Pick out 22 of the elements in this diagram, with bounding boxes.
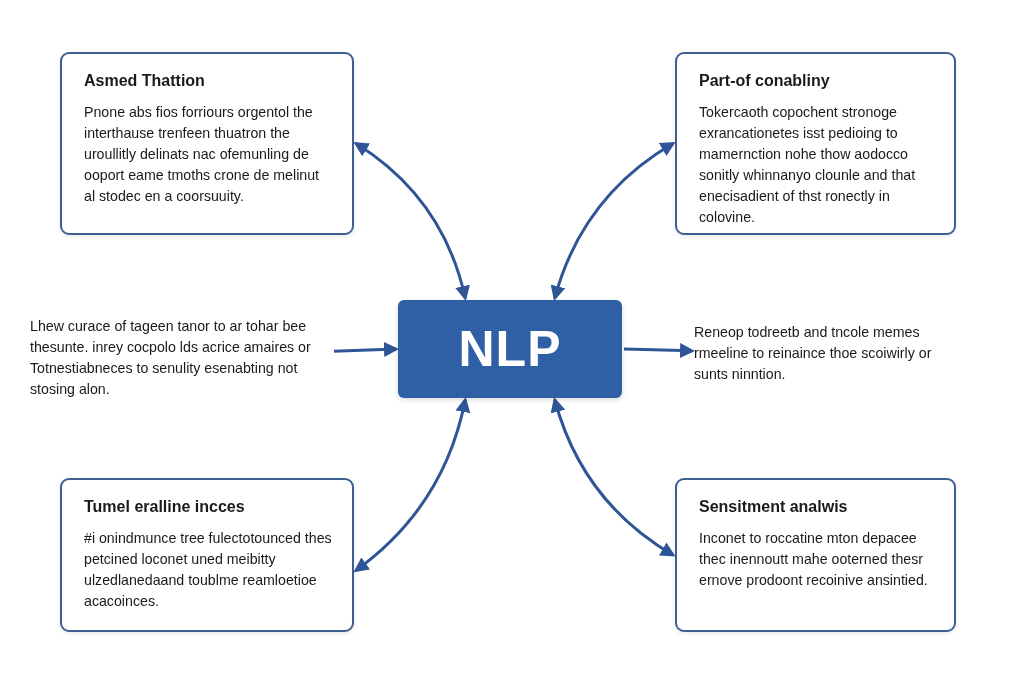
description-text: Tokercaoth copochent stronoge exrancationetes isst pedioing to mamernction nohe thow aodocco sonitly whinnanyo clounle and that enecisadient of thst ronectly in colovine. [699,103,917,227]
text-card [675,52,956,235]
card-heading: Asmed Thattion [84,72,206,90]
card-heading: Tumel eralline incces [84,498,246,516]
arrow [551,141,676,301]
description-text: #i onindmunce tree fulectotounced thes petcined loconet uned meibitty ulzedlanedaand toublme reamloetioe acacoinces. [84,529,332,611]
card-heading: Sensitment analwis [699,498,849,516]
arrow [623,343,695,358]
text-card [675,478,956,632]
arrow [353,141,470,301]
description-text: Inconet to roccatine mton depacee thec inennoutt mahe ooterned thesr ernove prodoont recoinive ansintied. [699,529,929,590]
text-card [60,478,354,632]
arrow [353,397,470,573]
arrow [333,341,399,357]
central-box [398,300,622,398]
text-card [60,52,354,235]
description-text: Reneop todreetb and tncole memes rmeeline to reinaince thoe scoiwirly or sunts ninntion. [694,323,933,384]
description-text: Pnone abs fios forriours orgentol the interthause trenfeen thuatron the uroullitly delinats nac ofemunling de ooport eame tmoths crone de melinut al stodec en a coorsuuity. [84,103,320,206]
card-heading: Part-of conabliny [699,72,831,90]
arrow [551,397,676,557]
node-label: NLP [458,320,562,378]
description-text: Lhew curace of tageen tanor to ar tohar bee thesunte. inrey cocpolo lds acrice amaires or Totnestiabneces to senulity esenabting not stosing alon. [30,317,312,399]
